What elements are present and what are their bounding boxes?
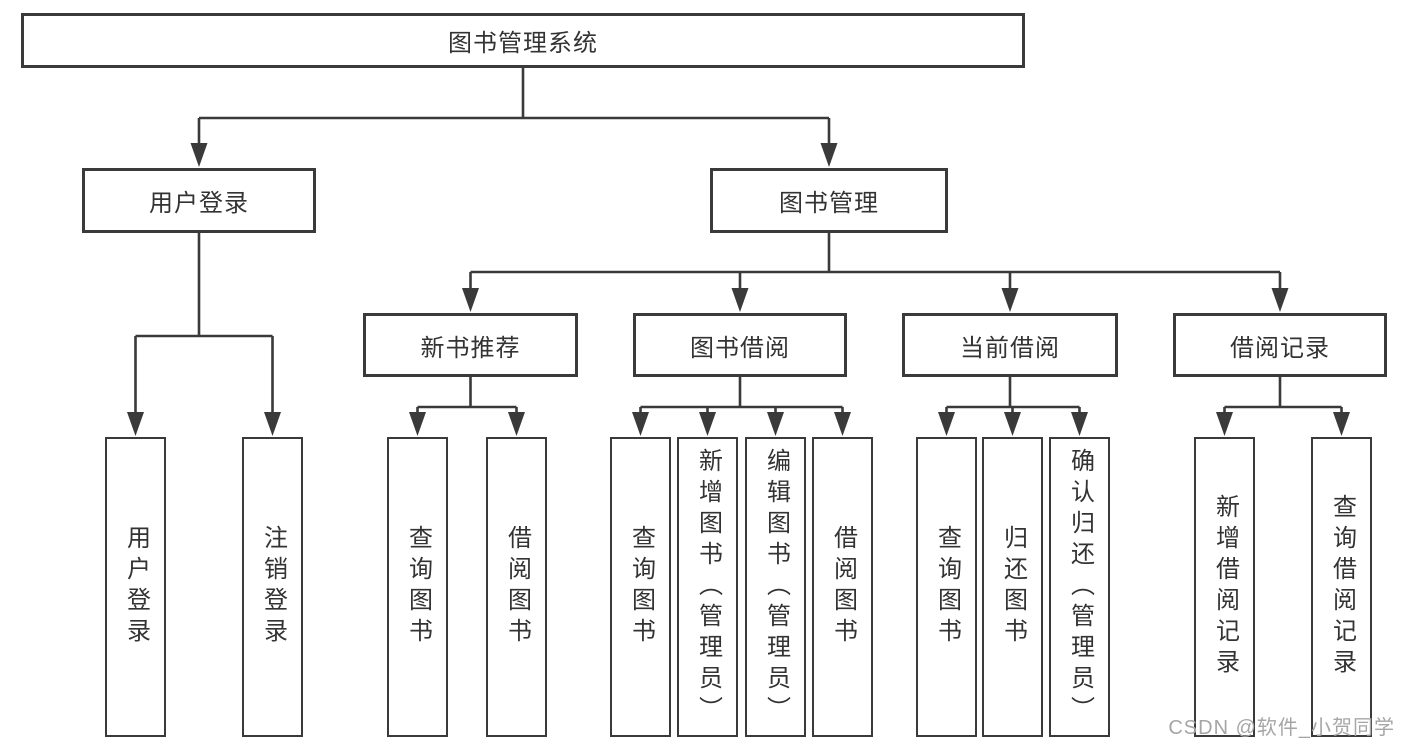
leaf-logout: 注销登录 [242,437,303,737]
csdn-watermark: CSDN @软件_小贺同学 [1168,717,1395,739]
node-book-borrowing: 图书借阅 [633,313,847,377]
edge-current-to-leaves [945,377,1081,418]
edge-newbook-to-leaves [416,377,518,418]
leaf-query-books-newbook: 查询图书 [387,437,448,737]
leaf-add-borrow-record: 新增借阅记录 [1194,437,1255,737]
edge-mgmt-to-modules [469,233,1282,294]
leaf-confirm-return-admin: 确认归还（管理员） [1049,437,1110,737]
leaf-query-books-borrowing: 查询图书 [610,437,671,737]
edge-borrow-to-leaves [639,377,844,418]
edge-root-to-branches [197,68,831,149]
node-new-book-recommend: 新书推荐 [363,313,578,377]
node-root-system: 图书管理系统 [21,13,1025,68]
node-borrowing-records: 借阅记录 [1173,313,1387,377]
leaf-add-books-admin: 新增图书（管理员） [677,437,738,737]
leaf-query-borrow-record: 查询借阅记录 [1311,437,1372,737]
node-user-login: 用户登录 [82,168,316,233]
leaf-borrow-books-borrowing: 借阅图书 [812,437,873,737]
node-book-management: 图书管理 [710,168,948,233]
leaf-edit-books-admin: 编辑图书（管理员） [745,437,806,737]
leaf-borrow-books-newbook: 借阅图书 [486,437,547,737]
edge-login-to-leaves [134,233,274,418]
arrowheads [127,143,1350,436]
leaf-query-books-current: 查询图书 [916,437,977,737]
leaf-user-login: 用户登录 [105,437,166,737]
node-current-borrowing: 当前借阅 [902,313,1118,377]
leaf-return-books: 归还图书 [982,437,1043,737]
edge-records-to-leaves [1223,377,1343,418]
tree-edges [134,68,1343,418]
